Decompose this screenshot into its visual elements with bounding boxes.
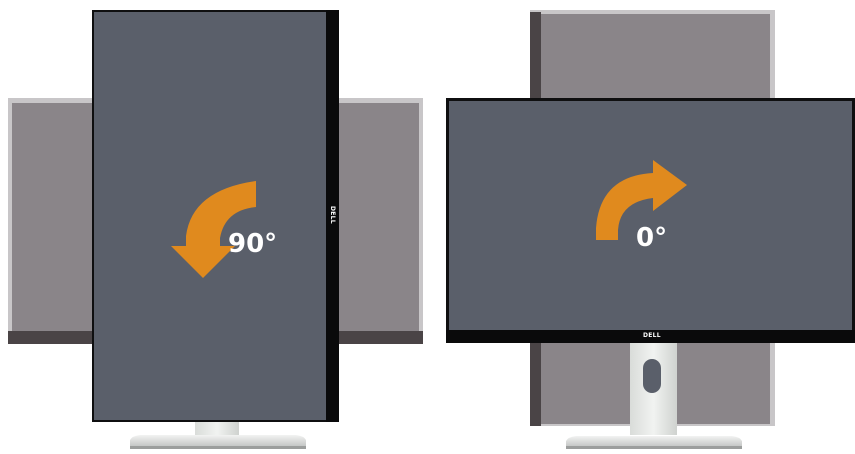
rotation-label-0: 0°	[636, 223, 668, 253]
rotate-0-arrow-icon	[596, 160, 687, 240]
landscape-stand	[566, 343, 742, 449]
ghost-landscape-monitor-right	[330, 98, 423, 344]
right-panel	[446, 10, 855, 449]
dell-logo-portrait: DELL	[328, 206, 336, 224]
dell-logo-landscape: DELL	[643, 332, 661, 339]
left-panel	[8, 10, 423, 449]
portrait-stand	[130, 418, 306, 449]
landscape-monitor	[446, 98, 855, 343]
ghost-landscape-monitor-left	[8, 98, 98, 344]
rotate-90-arrow-icon	[171, 181, 256, 278]
rotation-label-90: 90°	[228, 229, 278, 259]
